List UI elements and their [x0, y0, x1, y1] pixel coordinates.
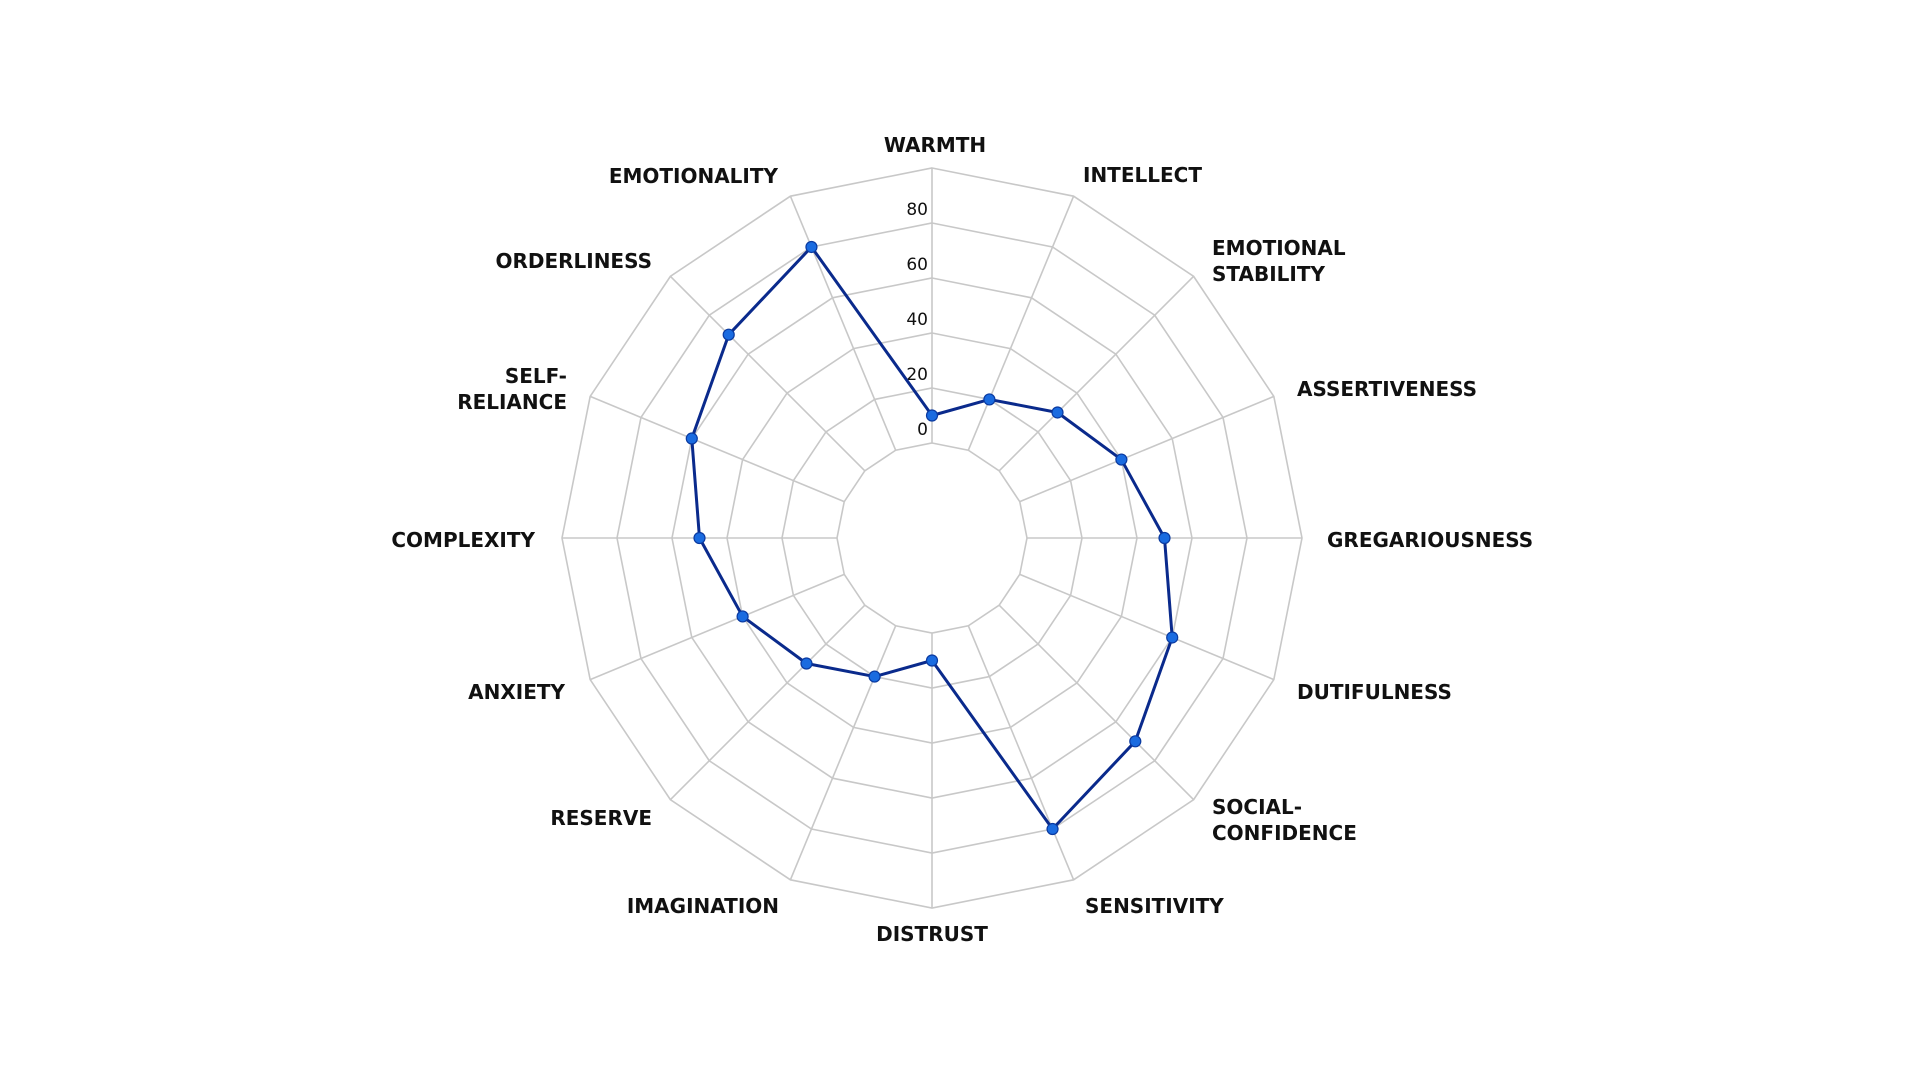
grid-spokes [562, 168, 1302, 908]
radial-tick-label: 20 [906, 365, 928, 385]
data-point-marker[interactable] [693, 531, 706, 545]
grid-spoke [1019, 395, 1275, 503]
data-point-marker[interactable] [736, 610, 749, 623]
axis-label-dutifulness: DUTIFULNESS [1297, 680, 1452, 704]
axis-label-assertiveness: ASSERTIVENESS [1297, 377, 1477, 401]
grid-spoke [669, 275, 866, 472]
radial-tick-label: 60 [906, 255, 928, 275]
axis-label-line: GREGARIOUSNESS [1327, 528, 1533, 552]
axis-label-gregariousness: GREGARIOUSNESS [1327, 528, 1533, 552]
data-point-marker[interactable] [685, 432, 698, 445]
grid-spoke [669, 604, 866, 801]
grid-ring-0 [836, 442, 1028, 634]
data-point-marker[interactable] [722, 328, 735, 341]
data-point-marker[interactable] [1046, 822, 1059, 836]
axis-label-sensitivity: SENSITIVITY [1085, 894, 1224, 918]
axis-label-line: ANXIETY [468, 680, 565, 704]
grid-spoke [1019, 573, 1275, 681]
data-series [685, 240, 1179, 836]
axis-label-line: SOCIAL- [1212, 795, 1302, 819]
axis-label-line: SENSITIVITY [1085, 894, 1224, 918]
data-point-marker[interactable] [800, 657, 813, 670]
data-point-marker[interactable] [925, 654, 939, 667]
axis-label-line: EMOTIONAL [1212, 236, 1346, 260]
axis-label-line: COMPLEXITY [391, 528, 535, 552]
grid-spoke [998, 604, 1195, 801]
radial-tick-label: 80 [906, 200, 928, 220]
data-point-marker[interactable] [1158, 531, 1171, 545]
grid-spoke [589, 395, 845, 503]
axis-label-line: STABILITY [1212, 262, 1325, 286]
grid-spoke [789, 195, 897, 451]
axis-label-distrust: DISTRUST [876, 922, 988, 946]
radial-tick-labels: 0 20 40 60 80 [906, 200, 928, 440]
axis-label-social-confidence: SOCIAL-CONFIDENCE [1212, 795, 1357, 845]
grid-spoke [789, 625, 897, 881]
axis-label-line: ASSERTIVENESS [1297, 377, 1477, 401]
axis-label-emotionality: EMOTIONALITY [609, 164, 779, 188]
grid-spoke [589, 573, 845, 681]
axis-label-self-reliance: SELF-RELIANCE [457, 364, 567, 414]
axis-label-line: IMAGINATION [627, 894, 779, 918]
data-point-marker[interactable] [1166, 631, 1179, 644]
data-point-marker[interactable] [1129, 735, 1142, 748]
axis-label-warmth: WARMTH [884, 133, 986, 157]
axis-label-line: WARMTH [884, 133, 986, 157]
radial-tick-label: 0 [917, 420, 928, 440]
axis-label-reserve: RESERVE [550, 806, 652, 830]
axis-label-orderliness: ORDERLINESS [495, 249, 652, 273]
axis-label-line: DISTRUST [876, 922, 988, 946]
data-point-marker[interactable] [925, 409, 939, 422]
axis-label-line: EMOTIONALITY [609, 164, 779, 188]
axis-label-line: RESERVE [550, 806, 652, 830]
axis-label-line: INTELLECT [1083, 163, 1202, 187]
axis-label-line: DUTIFULNESS [1297, 680, 1452, 704]
grid-spoke [967, 195, 1075, 451]
axis-label-line: RELIANCE [457, 390, 567, 414]
axis-label-line: ORDERLINESS [495, 249, 652, 273]
data-point-marker[interactable] [983, 393, 996, 406]
axis-label-line: CONFIDENCE [1212, 821, 1357, 845]
axis-label-complexity: COMPLEXITY [391, 528, 535, 552]
grid-spoke [998, 275, 1195, 472]
grid-spoke [967, 625, 1075, 881]
axis-label-intellect: INTELLECT [1083, 163, 1202, 187]
radial-tick-label: 40 [906, 310, 928, 330]
axis-label-imagination: IMAGINATION [627, 894, 779, 918]
axis-label-anxiety: ANXIETY [468, 680, 565, 704]
data-point-marker[interactable] [868, 670, 881, 683]
data-point-marker[interactable] [1051, 406, 1064, 419]
data-point-marker[interactable] [805, 240, 818, 254]
data-point-marker[interactable] [1115, 453, 1128, 466]
axis-label-line: SELF- [505, 364, 567, 388]
